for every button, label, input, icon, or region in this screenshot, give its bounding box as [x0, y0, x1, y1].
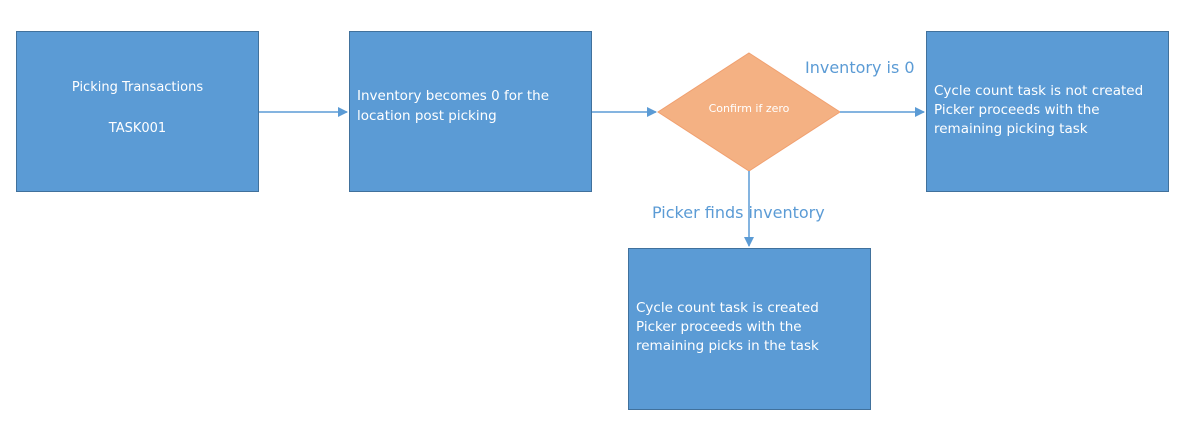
task-id-label: TASK001: [108, 120, 167, 136]
created-line1: Cycle count task is created: [636, 300, 819, 316]
not-created-line1: Cycle count task is not created: [934, 83, 1144, 99]
decision-label: Confirm if zero: [708, 102, 790, 115]
inventory-zero-text: Inventory becomes 0 for the location pos…: [357, 87, 549, 124]
inventory-zero-box: Inventory becomes 0 for the location pos…: [349, 31, 592, 192]
edge-label-picker-finds-inventory: Picker finds inventory: [652, 203, 825, 222]
edge-label-inventory-is-zero: Inventory is 0: [805, 58, 915, 77]
created-line2: Picker proceeds with the remaining picks…: [636, 319, 819, 354]
picking-transactions-label: Picking Transactions: [71, 79, 204, 95]
cycle-count-created-box: Cycle count task is created Picker proce…: [628, 248, 871, 410]
not-created-line2: Picker proceeds with the remaining picki…: [934, 102, 1100, 137]
picking-transactions-box: Picking Transactions TASK001: [16, 31, 259, 192]
cycle-count-not-created-box: Cycle count task is not created Picker p…: [926, 31, 1169, 192]
